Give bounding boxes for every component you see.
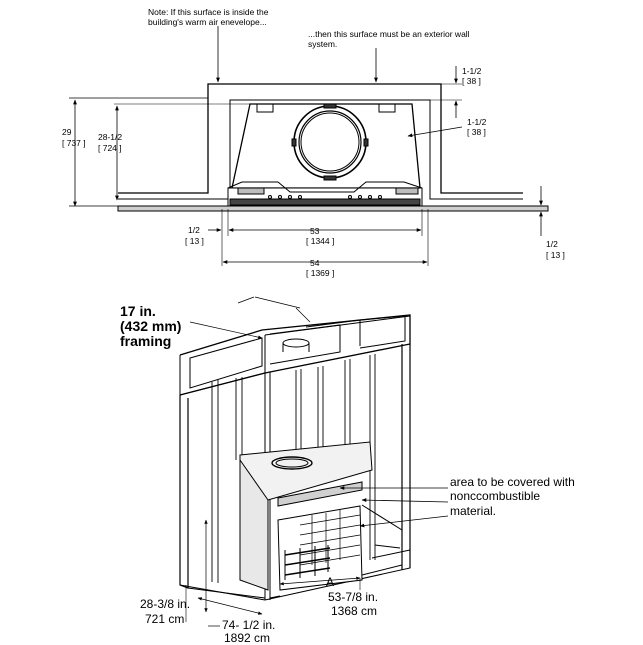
dim-side-gap-in: 1-1/2 (467, 117, 487, 127)
dim-inner-width-mm: [ 1344 ] (306, 236, 335, 246)
dim-left-gap-mm: [ 13 ] (185, 236, 204, 246)
dim-depth-in: 28-3/8 in. (140, 597, 191, 611)
right-post (401, 344, 411, 570)
dim-inner-width-in: 53 (310, 226, 320, 236)
label-a: A (326, 575, 335, 589)
dim-opening-cm: 1368 cm (331, 604, 378, 618)
dim-height-in: 29 (62, 127, 72, 137)
dim-left-gap-in: 1/2 (188, 225, 200, 235)
framing-label-line3: framing (120, 333, 172, 349)
flue-pipe-top (282, 338, 310, 348)
brick-pattern (299, 510, 361, 566)
cover-label-line3: material. (450, 504, 497, 518)
base-bolts (268, 195, 382, 199)
dim-top-gap-in: 1-1/2 (462, 66, 482, 76)
chase-inner-line (118, 99, 523, 200)
bottom-frame (179, 549, 411, 601)
dim-height-cm-frame: 1892 cm (224, 631, 271, 645)
framing-label-line2: (432 mm) (120, 318, 182, 334)
dim-top-gap-mm: [ 38 ] (462, 76, 481, 86)
dim-side-gap-mm: [ 38 ] (467, 127, 486, 137)
flue-collar (291, 103, 369, 181)
dim-opening-in: 53-7/8 in. (328, 590, 379, 604)
dim-inner-height-in: 28-1/2 (98, 132, 123, 142)
left-front-post (179, 395, 189, 589)
chase-outline (118, 83, 523, 194)
base-detail (227, 181, 423, 193)
firebox-opening (277, 505, 363, 591)
side-panel (239, 458, 269, 591)
framing-view (179, 296, 449, 627)
top-frame (179, 314, 411, 396)
dim-height-mm: [ 737 ] (62, 138, 86, 148)
note-inside-line2: building's warm air enevelope... (148, 17, 267, 27)
cover-label-line2: nonccombustible (450, 489, 541, 503)
fireplace-body (231, 103, 421, 189)
dim-outer-width-mm: [ 1369 ] (306, 268, 335, 278)
dim-right-gap-in: 1/2 (546, 239, 558, 249)
note-exterior-line2: system. (308, 39, 338, 49)
flue-ring (271, 456, 313, 470)
bracket-left (256, 103, 274, 113)
dim-outer-width-in: 54 (310, 258, 320, 268)
dim-right-gap-mm: [ 13 ] (546, 250, 565, 260)
framing-leader (237, 296, 255, 304)
plan-view (69, 26, 549, 266)
cover-label-line1: area to be covered with (450, 475, 575, 489)
dim-height-in-frame: 74- 1/2 in. (222, 618, 276, 632)
bracket-right (378, 103, 396, 113)
framing-label-line1: 17 in. (120, 303, 156, 319)
note-exterior-line1: ...then this surface must be an exterior… (308, 29, 470, 39)
dim-depth-cm: 721 cm (145, 612, 185, 626)
floor-band (117, 205, 549, 212)
dim-inner-height-mm: [ 724 ] (98, 143, 122, 153)
grate (284, 547, 331, 576)
note-inside-line1: Note: If this surface is inside the (148, 7, 269, 17)
